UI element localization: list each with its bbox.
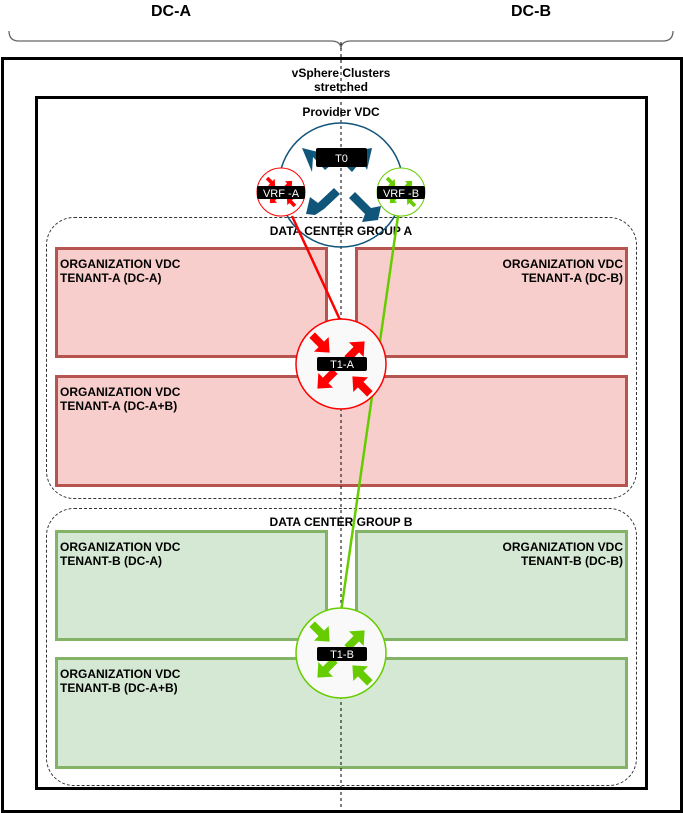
org-vdc-tenant-a-dc-a[interactable]: ORGANIZATION VDC TENANT-A (DC-A) <box>55 247 328 358</box>
t1-b-tag-bg <box>317 647 367 661</box>
org-line2: TENANT-B (DC-A+B) <box>60 681 178 695</box>
org-line1: ORGANIZATION VDC <box>60 385 181 399</box>
vrf-b-tag-bg <box>377 186 425 199</box>
t1-a-router[interactable]: T1-A <box>295 318 387 410</box>
vrf-b-label: VRF -B <box>383 188 419 200</box>
vrf-a-to-t1a-link <box>290 215 343 323</box>
t0-label: T0 <box>335 153 348 165</box>
vrf-a-label: VRF -A <box>263 188 300 200</box>
org-line1: ORGANIZATION VDC <box>60 257 181 271</box>
org-line2: TENANT-A (DC-A+B) <box>60 399 178 413</box>
t1-b-label: T1-B <box>330 649 354 661</box>
org-line2: TENANT-A (DC-B) <box>521 271 623 285</box>
t1-a-tag-bg <box>317 357 367 371</box>
vrf-a-router[interactable]: VRF -A <box>256 167 306 217</box>
org-line1: ORGANIZATION VDC <box>60 667 181 681</box>
org-vdc-tenant-b-dc-b[interactable]: ORGANIZATION VDC TENANT-B (DC-B) <box>355 530 628 641</box>
dc-a-label: DC-A <box>151 3 191 20</box>
org-line1: ORGANIZATION VDC <box>502 540 623 554</box>
vrf-b-router[interactable]: VRF -B <box>376 167 426 217</box>
vrf-b-to-t1b-link <box>339 215 400 613</box>
data-center-group-b <box>46 508 637 786</box>
vrf-a-tag-bg <box>257 186 305 199</box>
org-vdc-tenant-a-dc-b[interactable]: ORGANIZATION VDC TENANT-A (DC-B) <box>355 247 628 358</box>
org-line1: ORGANIZATION VDC <box>502 257 623 271</box>
org-line1: ORGANIZATION VDC <box>60 540 181 554</box>
org-vdc-tenant-b-dc-a[interactable]: ORGANIZATION VDC TENANT-B (DC-A) <box>55 530 328 641</box>
t1-a-label: T1-A <box>330 359 355 371</box>
org-line2: TENANT-B (DC-B) <box>521 554 623 568</box>
dc-b-label: DC-B <box>511 3 551 20</box>
org-line2: TENANT-A (DC-A) <box>60 271 162 285</box>
t0-tag-bg <box>316 148 367 167</box>
t1-b-router[interactable]: T1-B <box>295 607 387 699</box>
org-line2: TENANT-B (DC-A) <box>60 554 162 568</box>
provider-vdc-title: Provider VDC <box>302 105 380 119</box>
